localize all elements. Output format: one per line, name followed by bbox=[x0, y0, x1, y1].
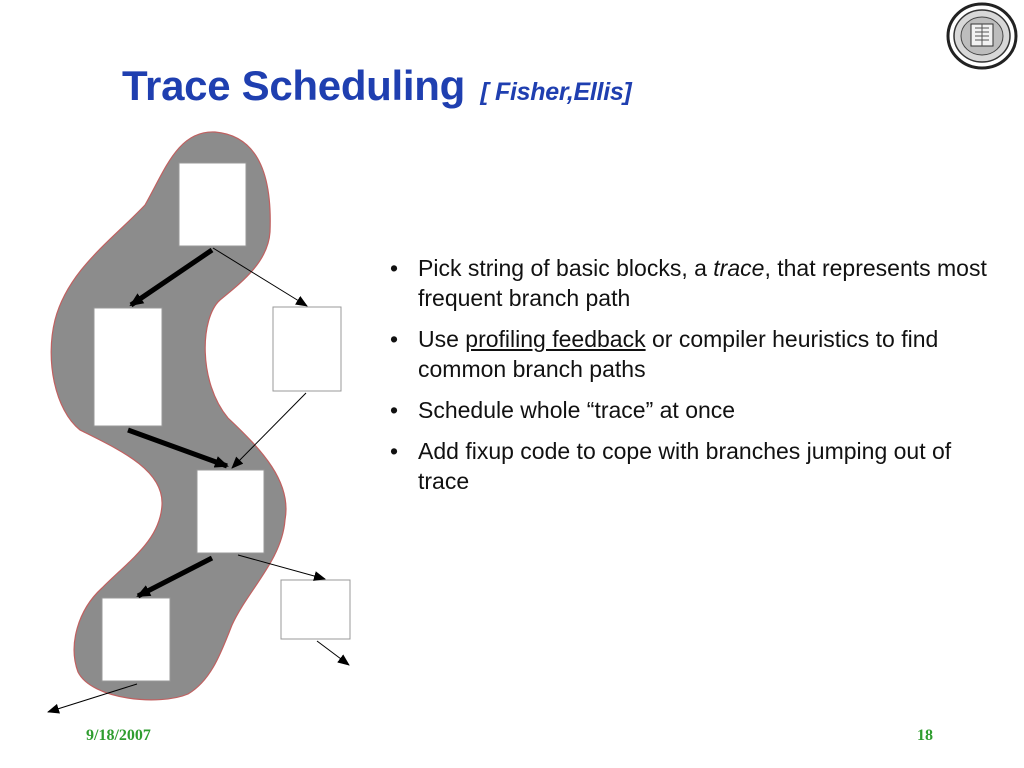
slide-title: Trace Scheduling [ Fisher,Ellis] bbox=[122, 62, 632, 110]
trace-region bbox=[50, 131, 287, 701]
branch-arrow-2 bbox=[231, 392, 307, 469]
branch-arrow-5 bbox=[47, 683, 138, 714]
bullet-1-text-b: , that represents most frequent branch p… bbox=[418, 255, 987, 311]
bullet-4-text: Add fixup code to cope with branches jum… bbox=[418, 438, 952, 494]
bullet-2-text-b: or compiler heuristics to find common br… bbox=[418, 326, 939, 382]
bullet-1-text-a: Pick string of basic blocks, a bbox=[418, 255, 714, 281]
branch-arrow-4 bbox=[316, 640, 350, 666]
profiling-feedback-link[interactable]: profiling feedback bbox=[465, 326, 646, 352]
footer-date: 9/18/2007 bbox=[86, 727, 151, 744]
basic-block-3 bbox=[196, 469, 265, 554]
slide-title-text: Trace Scheduling bbox=[122, 62, 465, 109]
slide-title-citation: [ Fisher,Ellis] bbox=[480, 78, 632, 106]
branch-arrow-3 bbox=[237, 554, 326, 581]
basic-block-4 bbox=[101, 597, 171, 682]
bullet-2-text-a: Use bbox=[418, 326, 466, 352]
university-seal-icon bbox=[946, 2, 1018, 70]
trace-arrow-3 bbox=[136, 555, 214, 599]
bullet-item-4: Add fixup code to cope with branches jum… bbox=[388, 436, 998, 496]
basic-block-2 bbox=[93, 307, 163, 427]
trace-arrow-2 bbox=[127, 427, 229, 469]
trace-arrow-1 bbox=[129, 247, 214, 308]
branch-arrow-1 bbox=[212, 247, 308, 307]
bullet-item-3: Schedule whole “trace” at once bbox=[388, 395, 998, 425]
bullet-list: Pick string of basic blocks, a trace, th… bbox=[388, 253, 998, 507]
basic-block-off-trace-2 bbox=[280, 579, 351, 640]
bullet-1-trace-term: trace bbox=[713, 255, 765, 281]
bullet-item-1: Pick string of basic blocks, a trace, th… bbox=[388, 253, 998, 313]
basic-block-1 bbox=[178, 162, 247, 247]
basic-block-off-trace-1 bbox=[272, 306, 342, 392]
bullet-3-text: Schedule whole “trace” at once bbox=[418, 397, 736, 423]
bullet-item-2: Use profiling feedback or compiler heuri… bbox=[388, 324, 998, 384]
page-number: 18 bbox=[917, 727, 933, 744]
